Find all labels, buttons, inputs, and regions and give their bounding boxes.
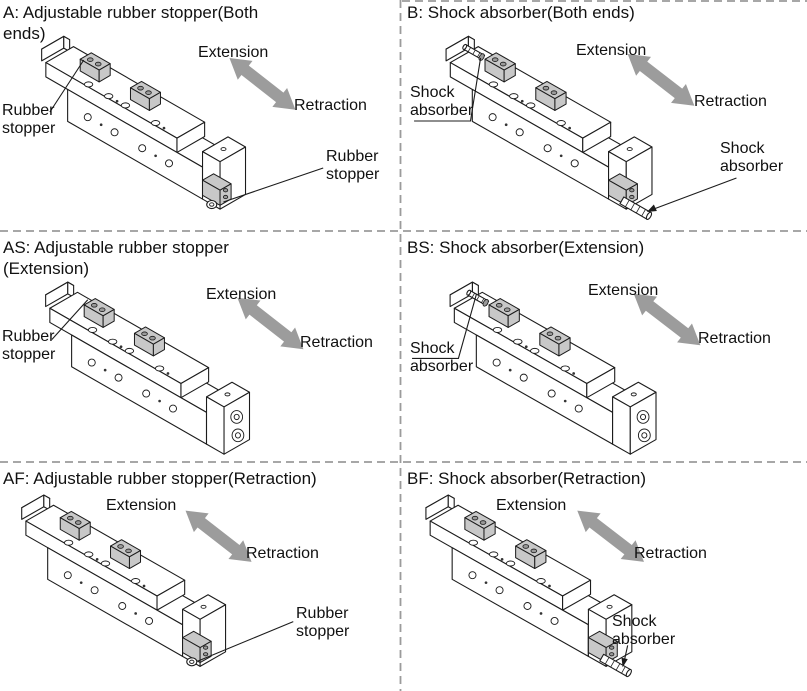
panel-bs: BS: Shock absorber(Extension) Extension … bbox=[404, 232, 807, 461]
shock-absorber-label: Shock absorber bbox=[720, 140, 784, 175]
panel-as: AS: Adjustable rubber stopper (Extension… bbox=[0, 232, 399, 461]
rubber-stopper-rings bbox=[206, 199, 218, 210]
slide-unit bbox=[450, 282, 656, 454]
panel-af: AF: Adjustable rubber stopper(Retraction… bbox=[0, 463, 399, 691]
leader-line bbox=[414, 57, 482, 122]
shock-absorber-label: Shock absorber bbox=[612, 613, 676, 648]
retraction-label: Retraction bbox=[300, 334, 373, 351]
title-line: ends) bbox=[3, 23, 46, 43]
leader-line bbox=[412, 293, 478, 359]
leader-line bbox=[624, 645, 629, 660]
title-line: B: Shock absorber(Both ends) bbox=[407, 3, 635, 22]
panel-bf: BF: Shock absorber(Retraction) Extension… bbox=[404, 463, 807, 691]
retraction-label: Retraction bbox=[694, 93, 767, 110]
rubber-stopper-rings bbox=[186, 657, 198, 667]
title-line: A: Adjustable rubber stopper(Both bbox=[3, 3, 259, 22]
slide-unit bbox=[446, 36, 654, 221]
leader-arrowhead bbox=[646, 204, 657, 212]
extension-retraction-arrow bbox=[633, 293, 701, 346]
panel-as-drawing bbox=[0, 232, 304, 461]
panel-a-drawing bbox=[0, 0, 324, 230]
panel-bf-drawing bbox=[404, 463, 644, 678]
shock-absorber-label: Shock absorber bbox=[410, 84, 474, 119]
extension-retraction-arrow bbox=[185, 510, 252, 562]
title-line: AF: Adjustable rubber stopper(Retraction… bbox=[3, 469, 317, 488]
rubber-stopper-label: Rubber stopper bbox=[2, 102, 56, 137]
extension-retraction-arrow bbox=[577, 510, 644, 562]
leader-line bbox=[49, 59, 85, 113]
retraction-label: Retraction bbox=[246, 545, 319, 562]
panel-af-title: AF: Adjustable rubber stopper(Retraction… bbox=[3, 469, 317, 490]
title-line: (Extension) bbox=[3, 258, 89, 278]
rubber-stopper-label: Rubber stopper bbox=[296, 605, 350, 640]
rubber-stopper-label: Rubber stopper bbox=[2, 328, 56, 363]
leader-line bbox=[653, 177, 737, 210]
extension-label: Extension bbox=[206, 286, 277, 303]
extension-label: Extension bbox=[198, 44, 269, 61]
retraction-label: Retraction bbox=[634, 545, 707, 562]
extension-label: Extension bbox=[496, 497, 567, 514]
retraction-label: Retraction bbox=[294, 97, 367, 114]
title-line: AS: Adjustable rubber stopper bbox=[3, 238, 229, 257]
extension-label: Extension bbox=[576, 42, 647, 59]
slide-unit-base bbox=[450, 282, 656, 454]
shock-absorber-label: Shock absorber bbox=[410, 340, 474, 375]
extension-label: Extension bbox=[106, 497, 177, 514]
leader-line bbox=[197, 621, 294, 662]
leader-arrowhead bbox=[621, 657, 628, 668]
rubber-stopper-label: Rubber stopper bbox=[326, 148, 380, 183]
panel-bf-title: BF: Shock absorber(Retraction) bbox=[407, 469, 646, 490]
panel-b: B: Shock absorber(Both ends) Extension R… bbox=[404, 0, 807, 230]
retraction-label: Retraction bbox=[698, 330, 771, 347]
extension-retraction-arrow bbox=[229, 58, 296, 110]
extension-retraction-arrow bbox=[237, 297, 304, 350]
title-line: BS: Shock absorber(Extension) bbox=[407, 238, 645, 257]
panel-b-title: B: Shock absorber(Both ends) bbox=[407, 3, 635, 24]
title-line: BF: Shock absorber(Retraction) bbox=[407, 469, 647, 488]
panel-bs-title: BS: Shock absorber(Extension) bbox=[407, 238, 644, 259]
extension-retraction-arrow bbox=[627, 54, 695, 106]
extension-label: Extension bbox=[588, 282, 659, 299]
slide-unit bbox=[42, 36, 246, 209]
leader-line bbox=[51, 299, 89, 340]
slide-unit-base bbox=[46, 282, 250, 454]
leader-line bbox=[223, 167, 324, 203]
panel-bs-drawing bbox=[412, 232, 701, 461]
slide-unit bbox=[46, 282, 250, 454]
panel-af-drawing bbox=[0, 463, 294, 691]
panel-b-drawing bbox=[414, 0, 737, 221]
panel-as-title: AS: Adjustable rubber stopper (Extension… bbox=[3, 238, 229, 279]
panel-a-title: A: Adjustable rubber stopper(Both ends) bbox=[3, 3, 258, 44]
panel-a: A: Adjustable rubber stopper(Both ends) … bbox=[0, 0, 399, 230]
